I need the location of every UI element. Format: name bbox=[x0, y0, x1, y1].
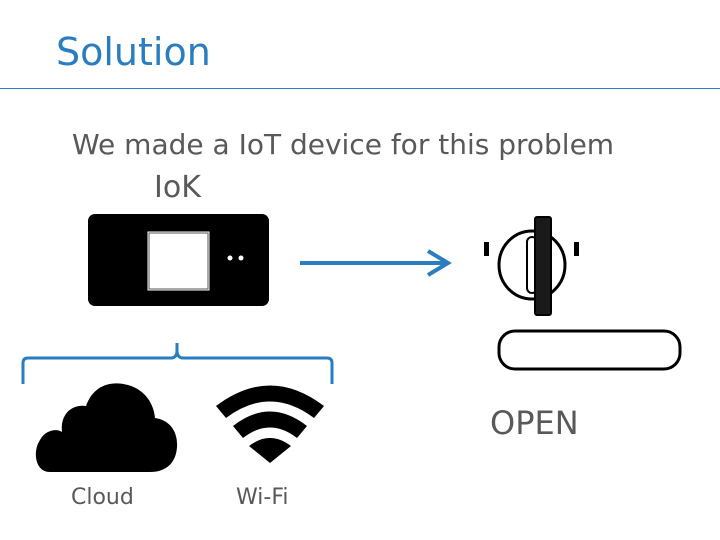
cloud-label: Cloud bbox=[71, 485, 134, 510]
cloud-icon bbox=[36, 383, 177, 472]
wifi-label: Wi-Fi bbox=[236, 485, 289, 510]
iok-device-icon bbox=[88, 214, 269, 306]
door-handle-icon bbox=[499, 331, 680, 369]
arrow-right-icon bbox=[300, 251, 448, 275]
wifi-icon bbox=[216, 386, 324, 464]
brace-icon bbox=[23, 343, 332, 384]
lock-state-label: OPEN bbox=[490, 404, 579, 442]
door-lock-icon bbox=[484, 217, 579, 315]
